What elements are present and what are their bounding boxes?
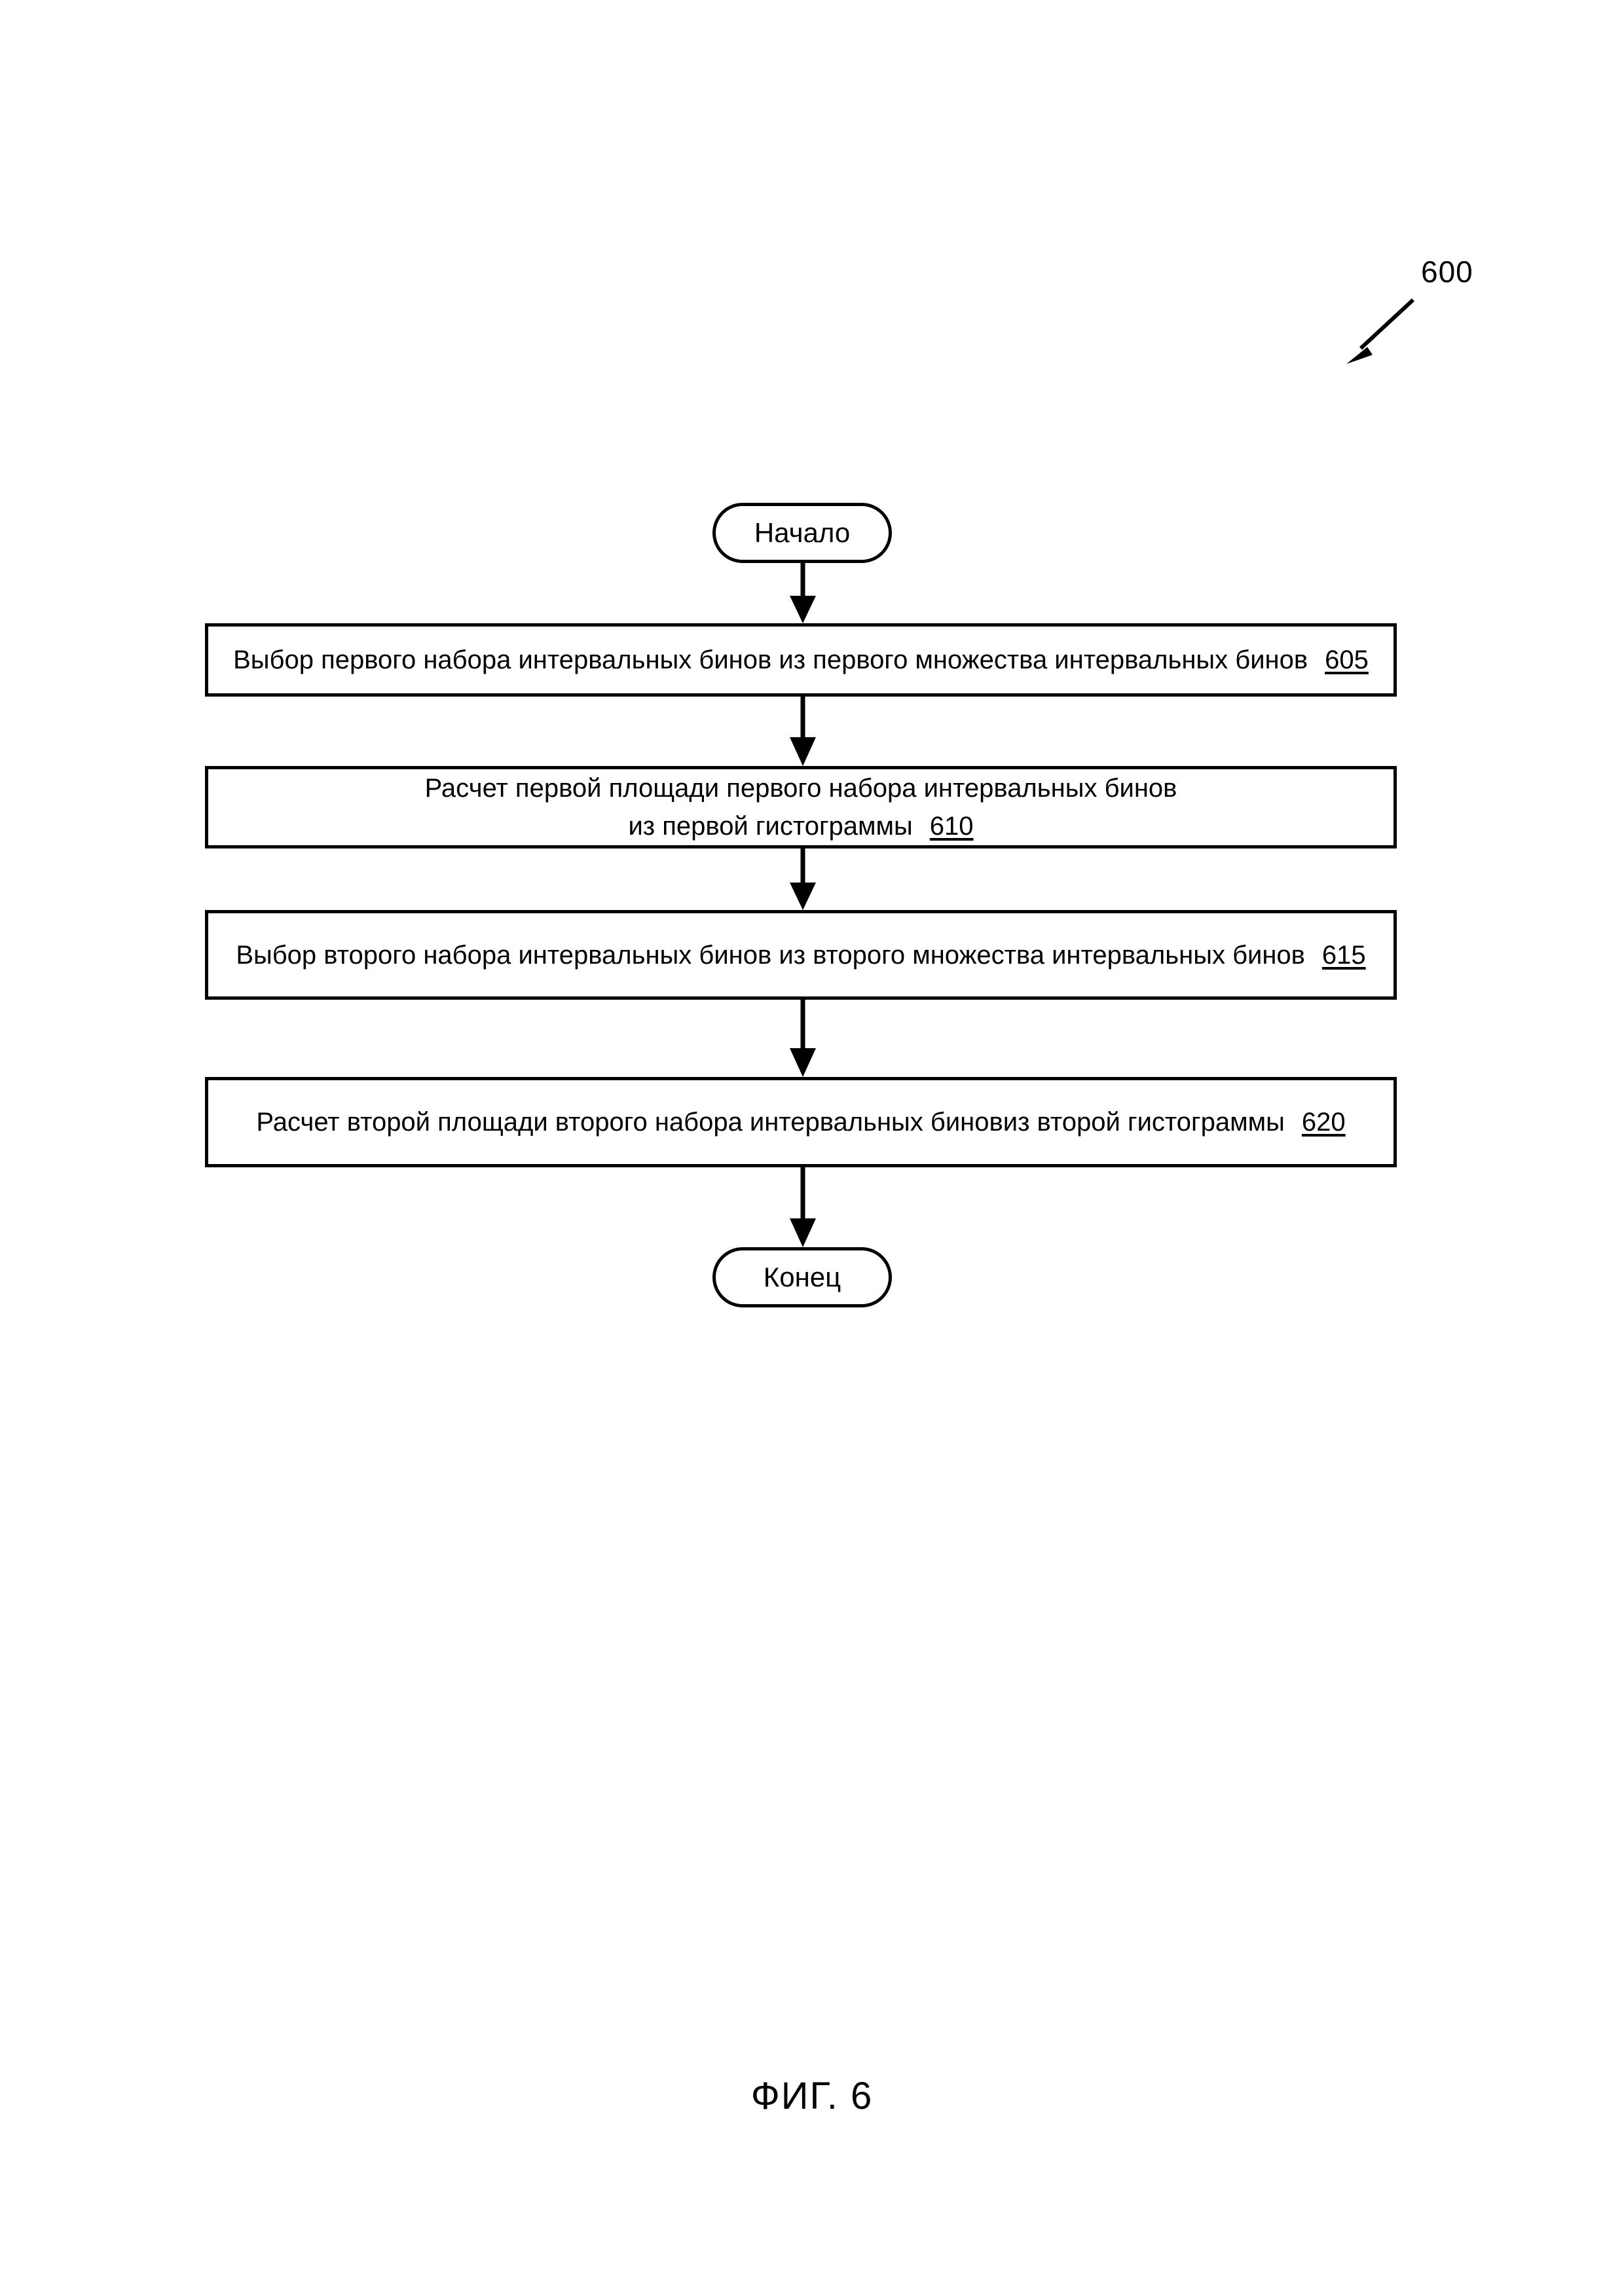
- process-box-615: Выбор второго набора интервальных бинов …: [205, 910, 1397, 1000]
- connector-620-to-end: [786, 1167, 820, 1248]
- figure-reference-numeral: 600: [1421, 255, 1473, 289]
- connector-605-to-610: [786, 697, 820, 767]
- process-box-615-line-1: Выбор второго набора интервальных бинов …: [236, 940, 1305, 970]
- process-box-620-ref: 620: [1301, 1108, 1346, 1137]
- figure-caption: ФИГ. 6: [750, 2075, 874, 2117]
- process-box-610-ref: 610: [929, 812, 974, 841]
- connector-610-to-615: [786, 848, 820, 911]
- process-box-605-ref: 605: [1325, 646, 1369, 674]
- process-box-605-text: Выбор первого набора интервальных бинов …: [224, 641, 1378, 679]
- connector-start-to-605: [786, 562, 820, 625]
- leader-arrow-icon: [1336, 295, 1428, 373]
- connector-615-to-620: [786, 1000, 820, 1078]
- process-box-620-line-1: Расчет второй площади второго набора инт…: [256, 1108, 1285, 1137]
- process-box-610-line-1: Расчет первой площади первого набора инт…: [424, 774, 1177, 803]
- process-box-620: Расчет второй площади второго набора инт…: [205, 1077, 1397, 1167]
- flow-start-label: Начало: [754, 517, 851, 548]
- process-box-610-line-2: из первой гистограммы: [628, 812, 913, 841]
- process-box-615-text: Выбор второго набора интервальных бинов …: [227, 936, 1375, 974]
- process-box-615-ref: 615: [1321, 940, 1366, 970]
- flow-end-terminator: Конец: [712, 1247, 892, 1307]
- process-box-610: Расчет первой площади первого набора инт…: [205, 766, 1397, 848]
- process-box-605-line-1: Выбор первого набора интервальных бинов …: [233, 646, 1308, 674]
- process-box-605: Выбор первого набора интервальных бинов …: [205, 623, 1397, 697]
- process-box-620-text: Расчет второй площади второго набора инт…: [247, 1103, 1354, 1141]
- flow-start-terminator: Начало: [712, 503, 892, 563]
- flow-end-label: Конец: [763, 1262, 841, 1292]
- process-box-610-text: Расчет первой площади первого набора инт…: [416, 769, 1187, 845]
